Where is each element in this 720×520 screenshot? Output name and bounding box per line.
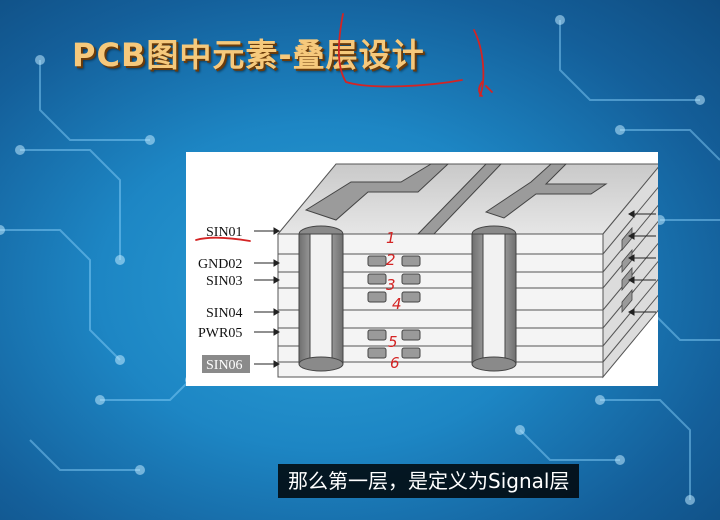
top-trace bbox=[304, 163, 450, 221]
via-right bbox=[471, 225, 517, 372]
top-trace bbox=[484, 163, 608, 219]
layer-label-gnd02: GND02 bbox=[198, 257, 242, 272]
top-trace bbox=[416, 163, 503, 235]
layer-label-sin03: SIN03 bbox=[206, 274, 243, 289]
layer-label-sin04: SIN04 bbox=[206, 306, 243, 321]
subtitle-caption: 那么第一层，是定义为Signal层 bbox=[278, 464, 580, 498]
layer-label-sin06: SIN06 bbox=[206, 358, 243, 373]
stackup-figure: SIN01 GND02 SIN03 SIN04 PWR05 SIN06 bbox=[186, 152, 658, 386]
layer-arrows-right bbox=[628, 210, 656, 316]
layer-label-sin06-highlight bbox=[202, 355, 250, 373]
layer-label-sin01: SIN01 bbox=[206, 225, 243, 240]
slide-title: PCB图中元素-叠层设计 bbox=[72, 36, 425, 74]
layer-arrows-left bbox=[254, 227, 280, 368]
pcb-stackup-diagram: SIN01 GND02 SIN03 SIN04 PWR05 SIN06 bbox=[198, 163, 658, 379]
via-left bbox=[298, 225, 344, 372]
layer-label-pwr05: PWR05 bbox=[198, 326, 242, 341]
inner-copper-pads bbox=[367, 255, 421, 359]
